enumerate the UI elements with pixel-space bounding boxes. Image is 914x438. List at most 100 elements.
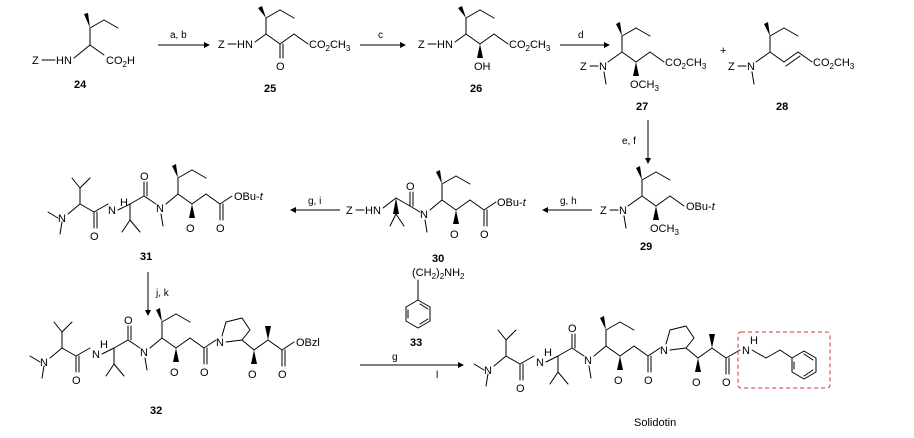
svg-text:N: N — [216, 337, 224, 349]
label-solidotin: Solidotin — [634, 417, 676, 429]
compound-26: Z HN OH CO2CH3 26 — [418, 6, 551, 95]
svg-text:N: N — [536, 357, 544, 369]
svg-text:N: N — [420, 209, 428, 221]
svg-text:N: N — [92, 349, 100, 361]
svg-text:O: O — [140, 171, 149, 183]
svg-text:Z: Z — [600, 205, 607, 217]
svg-text:N: N — [156, 203, 164, 215]
svg-text:HN: HN — [365, 205, 381, 217]
svg-text:Z: Z — [728, 61, 735, 73]
svg-text:OCH3: OCH3 — [630, 79, 659, 93]
svg-text:O: O — [216, 223, 225, 235]
svg-text:g, h: g, h — [560, 196, 577, 207]
svg-text:OBzl: OBzl — [296, 337, 320, 349]
svg-text:O: O — [248, 369, 257, 381]
svg-text:N: N — [40, 357, 48, 369]
svg-text:O: O — [614, 375, 623, 387]
svg-text:j, k: j, k — [155, 288, 170, 299]
svg-text:N: N — [484, 365, 492, 377]
svg-text:CO2CH3: CO2CH3 — [813, 57, 855, 71]
svg-text:O: O — [200, 367, 209, 379]
svg-text:O: O — [170, 367, 179, 379]
svg-text:H: H — [750, 335, 758, 347]
highlight-box — [737, 331, 831, 389]
svg-text:O: O — [186, 223, 195, 235]
atom-z: Z — [32, 55, 39, 67]
arrow-step-ab: a, b — [158, 30, 210, 48]
svg-text:O: O — [568, 323, 577, 335]
svg-text:30: 30 — [432, 253, 444, 265]
svg-text:Z: Z — [218, 39, 225, 51]
compound-30: Z HN O N O O OBu-t 30 — [346, 170, 527, 265]
svg-text:27: 27 — [636, 101, 648, 113]
compound-32: N O H N O N O O — [29, 308, 320, 417]
svg-text:O: O — [722, 377, 731, 389]
svg-text:O: O — [276, 61, 285, 73]
svg-text:Z: Z — [346, 205, 353, 217]
svg-text:l: l — [436, 370, 438, 381]
svg-text:N: N — [58, 213, 66, 225]
svg-text:HN: HN — [237, 39, 253, 51]
arrow-step-gh: g, h — [542, 196, 592, 213]
svg-text:O: O — [692, 377, 701, 389]
svg-text:O: O — [90, 231, 99, 243]
svg-text:N: N — [599, 61, 607, 73]
svg-text:N: N — [742, 345, 750, 357]
svg-text:O: O — [406, 181, 415, 193]
svg-text:(CH2)2NH2: (CH2)2NH2 — [412, 267, 465, 281]
atom-co2h: CO2H — [106, 55, 135, 69]
svg-text:O: O — [450, 229, 459, 241]
compound-24: Z HN CO2H 24 — [32, 13, 135, 91]
arrow-step-c: c — [360, 30, 406, 48]
reagent-ab: a, b — [170, 30, 187, 41]
svg-text:O: O — [516, 383, 525, 395]
svg-text:g: g — [392, 352, 398, 363]
svg-text:O: O — [278, 369, 287, 381]
svg-text:c: c — [378, 30, 383, 41]
svg-text:H: H — [120, 197, 128, 209]
compound-29: Z N OCH3 OBu-t 29 — [600, 166, 716, 253]
compound-25: Z HN O CO2CH3 25 — [218, 6, 351, 95]
svg-text:33: 33 — [410, 337, 422, 349]
svg-text:CO2CH3: CO2CH3 — [509, 39, 551, 53]
svg-text:OCH3: OCH3 — [650, 223, 679, 237]
compound-33: (CH2)2NH2 33 — [405, 267, 465, 349]
svg-text:Z: Z — [418, 39, 425, 51]
svg-text:32: 32 — [150, 405, 162, 417]
svg-text:CO2CH3: CO2CH3 — [665, 57, 707, 71]
arrow-step-gi: g, i — [290, 196, 340, 213]
plus-sign: + — [720, 45, 726, 57]
svg-text:O: O — [644, 375, 653, 387]
svg-text:N: N — [140, 347, 148, 359]
arrow-step-jk: j, k — [145, 272, 170, 316]
arrow-step-ef: e, f — [622, 120, 651, 164]
svg-text:OBu-t: OBu-t — [686, 201, 716, 213]
svg-text:OH: OH — [474, 61, 491, 73]
svg-text:g, i: g, i — [308, 196, 321, 207]
arrow-step-g-33-l: g l — [360, 352, 464, 381]
svg-text:25: 25 — [264, 83, 276, 95]
svg-text:OBu-t: OBu-t — [234, 191, 264, 203]
svg-text:H: H — [544, 347, 552, 359]
svg-text:OBu-t: OBu-t — [497, 197, 527, 209]
svg-text:Z: Z — [580, 61, 587, 73]
svg-text:29: 29 — [640, 241, 652, 253]
svg-text:N: N — [619, 205, 627, 217]
svg-text:O: O — [72, 375, 81, 387]
svg-text:N: N — [584, 355, 592, 367]
svg-text:H: H — [100, 339, 108, 351]
svg-text:CO2CH3: CO2CH3 — [309, 39, 351, 53]
svg-text:HN: HN — [437, 39, 453, 51]
svg-text:N: N — [660, 345, 668, 357]
label-24: 24 — [74, 79, 87, 91]
svg-text:O: O — [124, 315, 133, 327]
svg-text:N: N — [108, 205, 116, 217]
compound-31: N O H N O N O O — [47, 164, 264, 263]
svg-text:26: 26 — [470, 83, 482, 95]
svg-text:31: 31 — [140, 251, 152, 263]
compound-solidotin: N O H N O N O O — [473, 316, 831, 429]
svg-text:N: N — [747, 61, 755, 73]
svg-text:e, f: e, f — [622, 136, 636, 147]
arrow-step-d: d — [560, 30, 610, 48]
